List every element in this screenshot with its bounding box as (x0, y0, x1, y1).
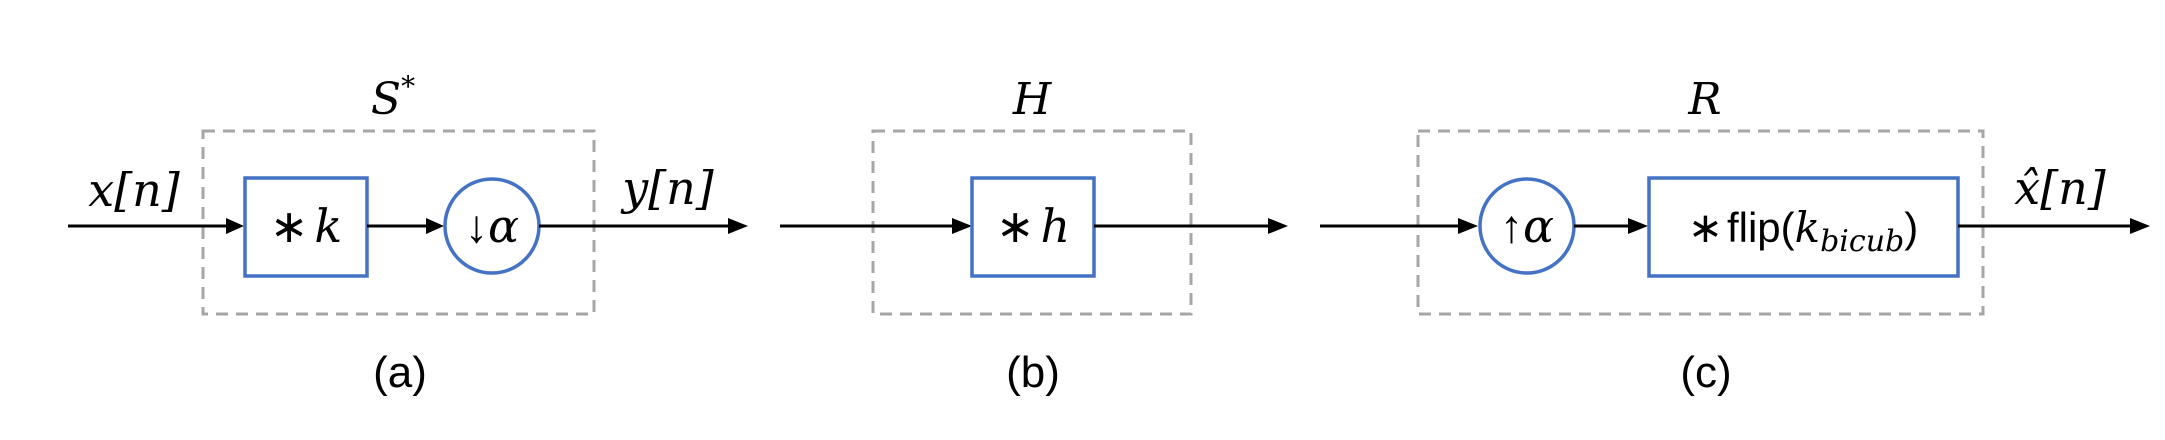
panel-a-caption: (a) (373, 348, 427, 397)
panel-c: R ↑α ∗flip(kbicub) x̂[n] (c) (1320, 74, 2150, 397)
arrowhead (952, 218, 972, 234)
upsample-alpha-text: ↑α (1500, 199, 1554, 253)
arrowhead (2130, 218, 2150, 234)
panel-a: S* x[n] ∗k ↓α y[n] (a) (68, 70, 748, 397)
output-signal-label: y[n] (620, 161, 714, 215)
panel-c-caption: (c) (1680, 348, 1731, 397)
system-s-star-label: S* (371, 70, 415, 125)
convolve-h-text: ∗h (996, 199, 1070, 253)
convolve-k-text: ∗k (270, 199, 342, 253)
downsample-alpha-text: ↓α (465, 199, 519, 253)
panel-b-caption: (b) (1006, 348, 1060, 397)
arrowhead (426, 218, 444, 234)
output-signal-label: x̂[n] (2014, 161, 2106, 215)
arrowhead (226, 218, 244, 234)
panel-b: H ∗h (b) (780, 74, 1288, 397)
system-h-label: H (1012, 74, 1053, 125)
input-signal-label: x[n] (88, 163, 180, 217)
system-r-label: R (1687, 74, 1721, 125)
system-r-boundary (1416, 129, 1985, 316)
arrowhead (728, 218, 748, 234)
arrowhead (1628, 218, 1648, 234)
arrowhead (1268, 218, 1288, 234)
convolve-flip-kbicub-text: ∗flip(kbicub) (1688, 203, 1918, 259)
system-h-boundary (871, 129, 1193, 316)
system-s-star-boundary (201, 129, 596, 316)
convolve-flip-kbicub-block (1647, 176, 1960, 278)
arrowhead (1458, 218, 1478, 234)
